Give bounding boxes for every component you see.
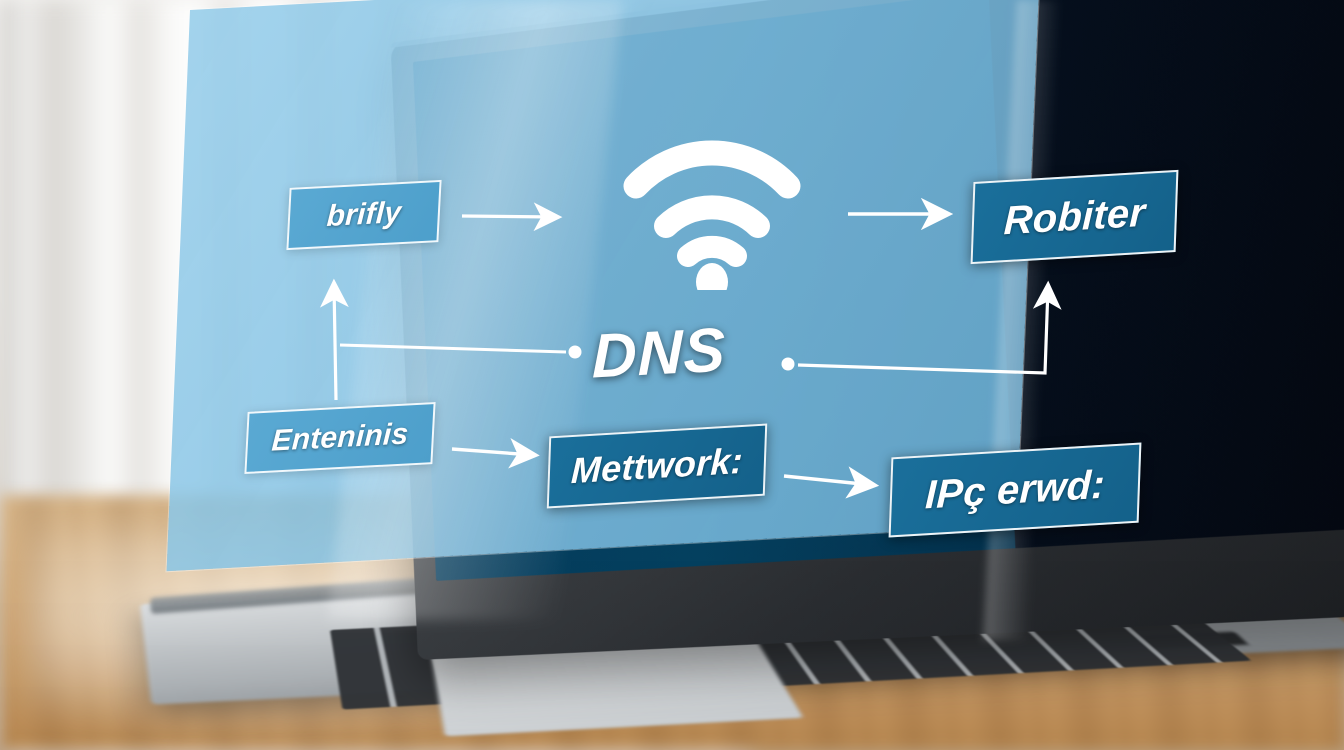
connector-mettwork-to-iperwd [783, 466, 880, 499]
node-enteninis[interactable]: Enteninis [244, 401, 436, 475]
node-mettwork[interactable]: Mettwork: [546, 423, 768, 509]
dns-bullet-left [568, 345, 582, 359]
connector-enteninis-to-mettwork [451, 437, 540, 469]
node-robiter[interactable]: Robiter [970, 169, 1179, 265]
wifi-icon [622, 130, 802, 301]
dns-label: DNS [592, 315, 726, 392]
dns-bullet-right [781, 357, 795, 371]
connector-dns-to-robiter [797, 280, 1062, 375]
node-iperwd[interactable]: IPç erwd: [888, 442, 1142, 538]
connector-enteninis-to-brifly [319, 278, 349, 401]
node-brifly[interactable]: brifly [286, 179, 442, 251]
connector-dns-to-left-elbow [339, 343, 567, 354]
connector-brifly-to-wifi [461, 202, 563, 232]
